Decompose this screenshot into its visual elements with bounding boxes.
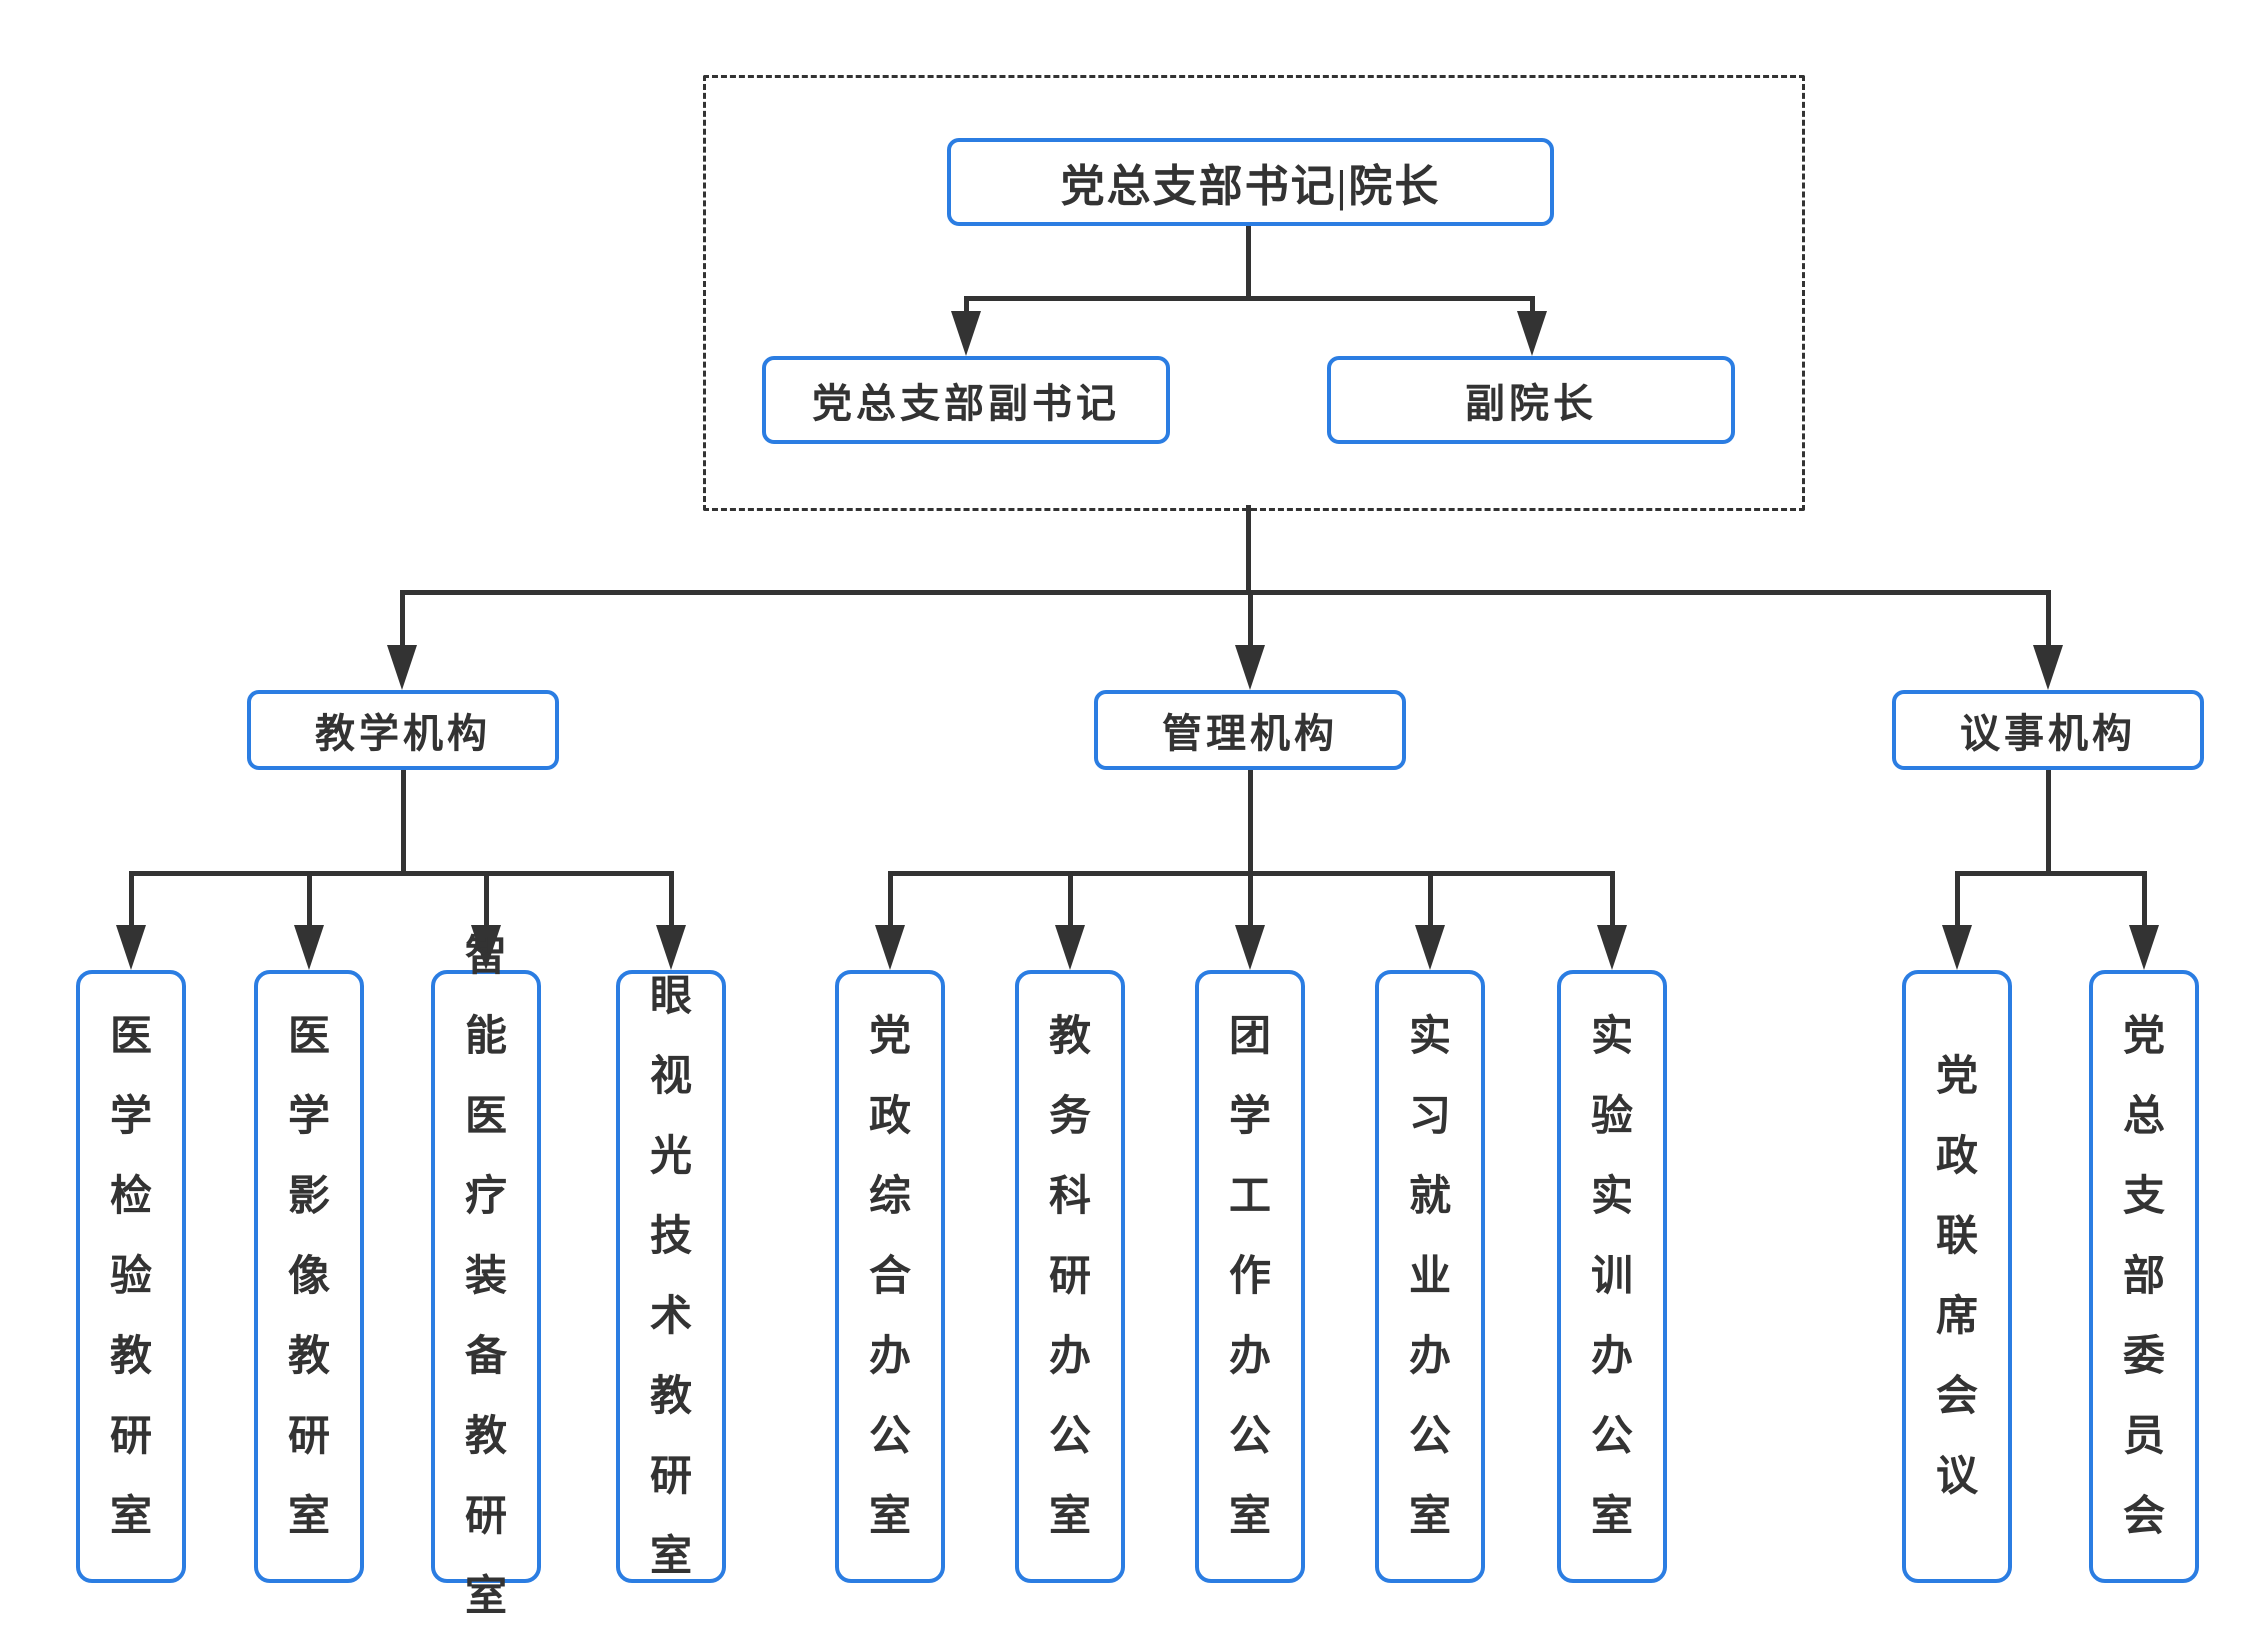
- connector-line: [1068, 871, 1073, 929]
- node-deliberative-orgs: 议事机构: [1892, 690, 2204, 770]
- connector-arrow: [1597, 925, 1627, 970]
- connector-line: [1246, 505, 1251, 595]
- node-lab-practical-training-office: 实验实训办公室: [1557, 970, 1667, 1583]
- node-label: 党总支部委员会: [2122, 1013, 2165, 1540]
- connector-arrow: [2129, 925, 2159, 970]
- node-label: 实验实训办公室: [1590, 1013, 1633, 1540]
- connector-line: [2142, 871, 2147, 929]
- node-label: 医学影像教研室: [287, 1013, 330, 1540]
- connector-line: [1246, 226, 1251, 300]
- connector-line: [1530, 296, 1535, 320]
- node-label: 党政综合办公室: [868, 1013, 911, 1540]
- node-label: 议事机构: [1960, 711, 2136, 756]
- connector-line: [484, 871, 489, 929]
- connector-line: [669, 871, 674, 929]
- node-deputy-party-secretary: 党总支部副书记: [762, 356, 1170, 444]
- connector-line: [964, 296, 1534, 301]
- node-label: 团学工作办公室: [1228, 1013, 1271, 1540]
- connector-line: [400, 590, 405, 650]
- leadership-group-frame: [703, 75, 1805, 511]
- connector-arrow: [2033, 645, 2063, 690]
- node-label: 党总支部书记|院长: [1060, 162, 1441, 211]
- node-label: 管理机构: [1162, 711, 1338, 756]
- connector-arrow: [1517, 311, 1547, 356]
- node-optometry-technology-teaching-office: 眼视光技术教研室: [616, 970, 726, 1583]
- node-label: 党总支部副书记: [812, 381, 1120, 426]
- connector-arrow: [116, 925, 146, 970]
- connector-line: [1248, 871, 1253, 929]
- node-medical-imaging-teaching-office: 医学影像教研室: [254, 970, 364, 1583]
- node-vice-dean: 副院长: [1327, 356, 1735, 444]
- node-label: 教学机构: [315, 711, 491, 756]
- connector-line: [1610, 871, 1615, 929]
- node-internship-employment-office: 实习就业办公室: [1375, 970, 1485, 1583]
- node-youth-league-work-office: 团学工作办公室: [1195, 970, 1305, 1583]
- connector-line: [401, 770, 406, 875]
- connector-line: [307, 871, 312, 929]
- connector-arrow: [1415, 925, 1445, 970]
- connector-line: [129, 871, 134, 929]
- connector-line: [2046, 770, 2051, 875]
- connector-arrow: [1235, 645, 1265, 690]
- node-academic-research-office: 教务科研办公室: [1015, 970, 1125, 1583]
- connector-arrow: [387, 645, 417, 690]
- connector-arrow: [1942, 925, 1972, 970]
- node-intelligent-medical-equipment-teaching-office: 智能医疗装备教研室: [431, 934, 541, 1620]
- connector-arrow: [1235, 925, 1265, 970]
- connector-line: [1955, 871, 1960, 929]
- node-party-secretary-dean: 党总支部书记|院长: [947, 138, 1554, 226]
- node-party-general-branch-committee: 党总支部委员会: [2089, 970, 2199, 1583]
- connector-line: [964, 296, 969, 320]
- connector-arrow: [951, 311, 981, 356]
- node-party-admin-joint-meeting: 党政联席会议: [1902, 970, 2012, 1583]
- connector-line: [129, 871, 674, 876]
- node-party-admin-general-office: 党政综合办公室: [835, 970, 945, 1583]
- connector-line: [1248, 590, 1253, 650]
- connector-line: [2046, 590, 2051, 650]
- node-label: 实习就业办公室: [1408, 1013, 1451, 1540]
- connector-line: [400, 590, 2050, 595]
- connector-line: [1428, 871, 1433, 929]
- connector-arrow: [1055, 925, 1085, 970]
- node-admin-orgs: 管理机构: [1094, 690, 1406, 770]
- connector-line: [1248, 770, 1253, 875]
- connector-line: [888, 871, 893, 929]
- node-label: 医学检验教研室: [109, 1013, 152, 1540]
- connector-arrow: [471, 925, 501, 970]
- node-label: 党政联席会议: [1935, 1053, 1978, 1500]
- node-label: 智能医疗装备教研室: [464, 933, 507, 1620]
- node-label: 副院长: [1465, 381, 1597, 426]
- node-label: 教务科研办公室: [1048, 1013, 1091, 1540]
- node-medical-lab-teaching-office: 医学检验教研室: [76, 970, 186, 1583]
- connector-arrow: [294, 925, 324, 970]
- connector-line: [1955, 871, 2147, 876]
- connector-arrow: [875, 925, 905, 970]
- connector-arrow: [656, 925, 686, 970]
- node-teaching-orgs: 教学机构: [247, 690, 559, 770]
- node-label: 眼视光技术教研室: [649, 973, 692, 1580]
